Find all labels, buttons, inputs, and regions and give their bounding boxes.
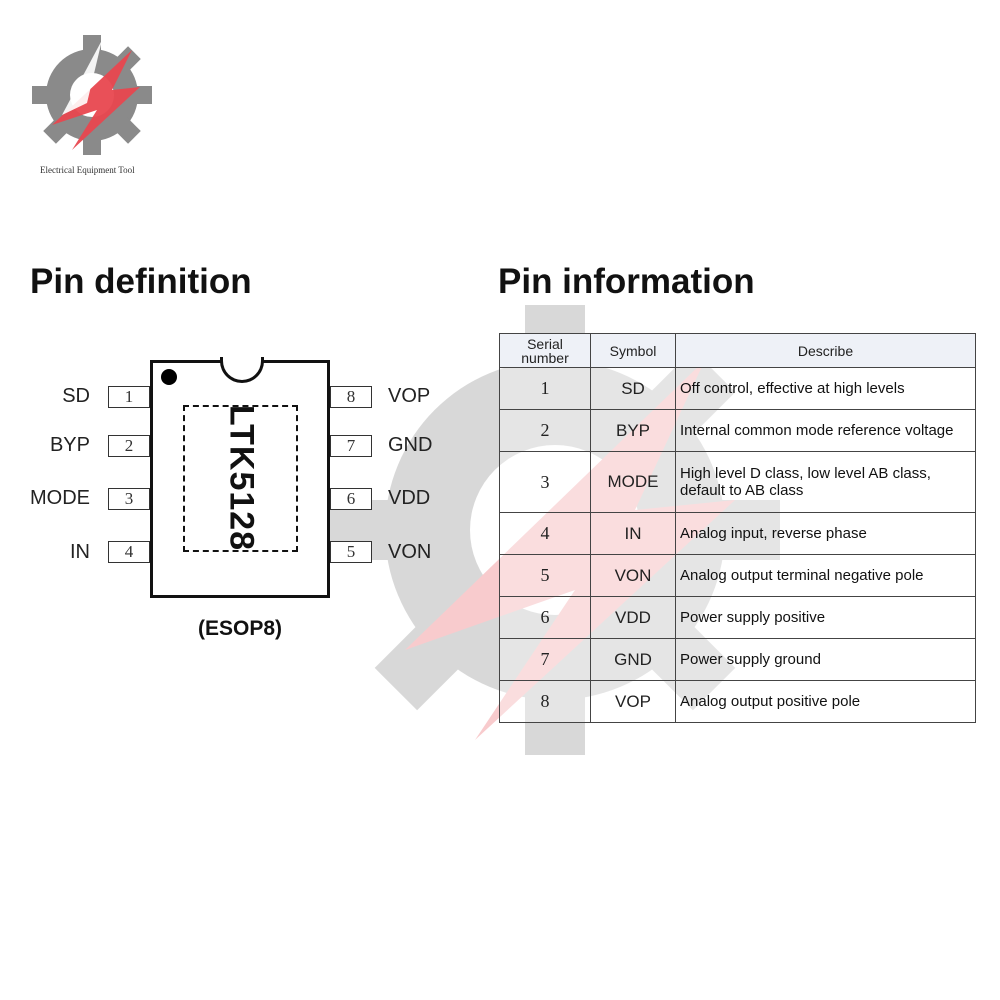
- pin-label-sd: SD: [62, 385, 90, 407]
- pin-definition-heading: Pin definition: [30, 262, 252, 301]
- row-serial-number: 7: [499, 638, 591, 681]
- row-symbol: MODE: [590, 451, 676, 513]
- pin-label-mode: MODE: [30, 487, 90, 509]
- row-symbol: SD: [590, 367, 676, 410]
- pin-information-heading: Pin information: [498, 262, 755, 301]
- pin-label-vop: VOP: [388, 385, 431, 407]
- row-description: Power supply positive: [675, 596, 976, 639]
- table-header-row: Serial number Symbol Describe: [499, 333, 976, 368]
- row-symbol: GND: [590, 638, 676, 681]
- header-serial-line2: number: [521, 349, 569, 366]
- chip-body: [150, 360, 330, 598]
- row-serial-number: 4: [499, 512, 591, 555]
- pin-label-von: VON: [388, 541, 432, 563]
- pin-number-7: 7: [330, 435, 372, 457]
- package-label: (ESOP8): [197, 617, 283, 640]
- row-description: Analog input, reverse phase: [675, 512, 976, 555]
- pin-number-1: 1: [108, 386, 150, 408]
- row-description: Analog output positive pole: [675, 680, 976, 723]
- row-description: Off control, effective at high levels: [675, 367, 976, 410]
- header-serial-line1: Serial: [527, 335, 563, 352]
- pin-label-byp: BYP: [49, 434, 90, 456]
- table-row: 3 MODE High level D class, low level AB …: [499, 451, 976, 513]
- row-symbol: BYP: [590, 409, 676, 452]
- row-description: High level D class, low level AB class, …: [675, 451, 976, 513]
- pin-number-5: 5: [330, 541, 372, 563]
- table-row: 7 GND Power supply ground: [499, 638, 976, 681]
- pin-label-vdd: VDD: [388, 487, 431, 509]
- logo-caption: Electrical Equipment Tool: [40, 165, 135, 175]
- pin-number-6: 6: [330, 488, 372, 510]
- pin-number-8: 8: [330, 386, 372, 408]
- pin-number-2: 2: [108, 435, 150, 457]
- table-row: 6 VDD Power supply positive: [499, 596, 976, 639]
- row-description: Internal common mode reference voltage: [675, 409, 976, 452]
- chip-name-text: LTK5128: [222, 404, 261, 552]
- pin1-marker-dot: [161, 369, 177, 385]
- pin-number-4: 4: [108, 541, 150, 563]
- pin-number-3: 3: [108, 488, 150, 510]
- row-description: Analog output terminal negative pole: [675, 554, 976, 597]
- row-serial-number: 6: [499, 596, 591, 639]
- row-symbol: VON: [590, 554, 676, 597]
- row-serial-number: 5: [499, 554, 591, 597]
- pin-information-table: Serial number Symbol Describe 1 SD Off c…: [499, 333, 976, 723]
- header-describe: Describe: [675, 333, 976, 368]
- row-serial-number: 2: [499, 409, 591, 452]
- row-symbol: VOP: [590, 680, 676, 723]
- table-row: 1 SD Off control, effective at high leve…: [499, 367, 976, 410]
- table-row: 8 VOP Analog output positive pole: [499, 680, 976, 723]
- header-serial-number: Serial number: [499, 333, 591, 368]
- pin-label-in: IN: [70, 541, 90, 563]
- row-serial-number: 8: [499, 680, 591, 723]
- brand-logo-icon: [32, 35, 152, 155]
- table-row: 4 IN Analog input, reverse phase: [499, 512, 976, 555]
- table-row: 5 VON Analog output terminal negative po…: [499, 554, 976, 597]
- row-description: Power supply ground: [675, 638, 976, 681]
- row-symbol: VDD: [590, 596, 676, 639]
- row-symbol: IN: [590, 512, 676, 555]
- thermal-pad-outline: [183, 405, 298, 552]
- row-serial-number: 1: [499, 367, 591, 410]
- header-symbol: Symbol: [590, 333, 676, 368]
- row-serial-number: 3: [499, 451, 591, 513]
- table-row: 2 BYP Internal common mode reference vol…: [499, 409, 976, 452]
- pin-label-gnd: GND: [388, 434, 433, 456]
